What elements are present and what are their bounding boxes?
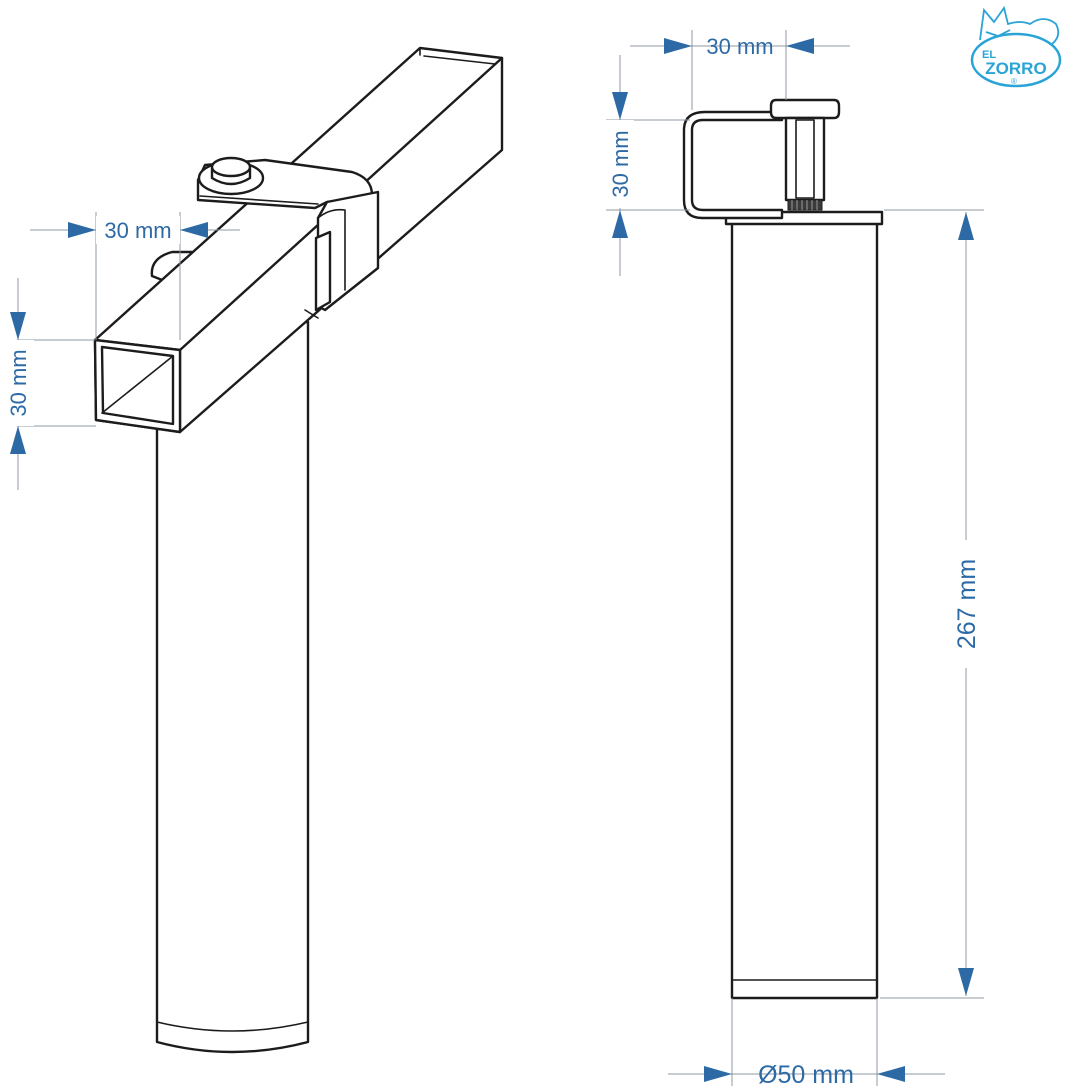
fox-icon bbox=[979, 5, 1060, 45]
side-round-post bbox=[730, 220, 879, 1000]
dim-label-left-width: 30 mm bbox=[104, 218, 171, 243]
isometric-view bbox=[93, 46, 504, 1054]
logo-text-zorro: ZORRO bbox=[985, 59, 1046, 78]
bolt-head bbox=[197, 156, 265, 196]
logo-registered-mark: ® bbox=[1011, 77, 1017, 86]
dim-label-right-width: 30 mm bbox=[706, 34, 773, 59]
u-strap bbox=[682, 110, 784, 220]
dim-label-diameter: Ø50 mm bbox=[758, 1061, 854, 1089]
dim-label-right-height: 30 mm bbox=[608, 130, 633, 197]
logo-text-el: EL bbox=[982, 49, 996, 61]
dimension-labels: 30 mm 30 mm 30 mm 30 mm 267 mm Ø50 mm bbox=[4, 34, 981, 1089]
round-post bbox=[155, 320, 310, 1054]
el-zorro-logo: EL ZORRO ® bbox=[970, 5, 1062, 88]
side-bolt bbox=[769, 98, 841, 211]
dim-label-left-height: 30 mm bbox=[6, 349, 31, 416]
square-tube bbox=[93, 46, 504, 434]
side-view bbox=[682, 98, 884, 1000]
dim-label-length: 267 mm bbox=[953, 559, 981, 649]
